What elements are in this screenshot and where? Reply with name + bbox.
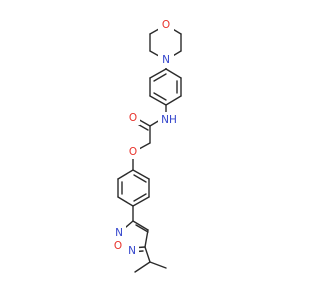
- bond: [135, 224, 149, 233]
- oxadiazole-bottom-nitrogen-label: N: [128, 245, 136, 257]
- bond: [133, 174, 147, 183]
- bond: [132, 220, 149, 231]
- bond: [144, 246, 151, 263]
- bond: [165, 68, 182, 79]
- ether-oxygen-label: O: [129, 146, 137, 158]
- structure-svg: O N NH O O N O N: [112, 17, 182, 273]
- bond: [132, 196, 150, 207]
- bond: [117, 169, 134, 180]
- morpholine-nitrogen-label: N: [162, 54, 170, 66]
- bond: [165, 95, 182, 106]
- atom-labels: O N NH O O N O N: [112, 17, 182, 258]
- carbonyl-oxygen-label: O: [129, 112, 137, 124]
- molecule-diagram: O N NH O O N O N: [112, 17, 182, 273]
- bond: [133, 193, 147, 202]
- bond: [144, 229, 149, 248]
- bond: [149, 68, 167, 79]
- bond: [149, 261, 167, 269]
- amide-nh-label: NH: [161, 114, 177, 126]
- bond: [132, 169, 150, 180]
- bond: [153, 92, 167, 101]
- bond: [134, 261, 151, 273]
- bond: [138, 142, 151, 150]
- oxadiazole-nitrogen-label: N: [115, 227, 123, 239]
- bond: [153, 73, 167, 82]
- bond: [117, 196, 134, 207]
- oxadiazole-oxygen-label: O: [114, 240, 122, 252]
- bond: [149, 95, 167, 106]
- morpholine-oxygen-label: O: [162, 19, 170, 31]
